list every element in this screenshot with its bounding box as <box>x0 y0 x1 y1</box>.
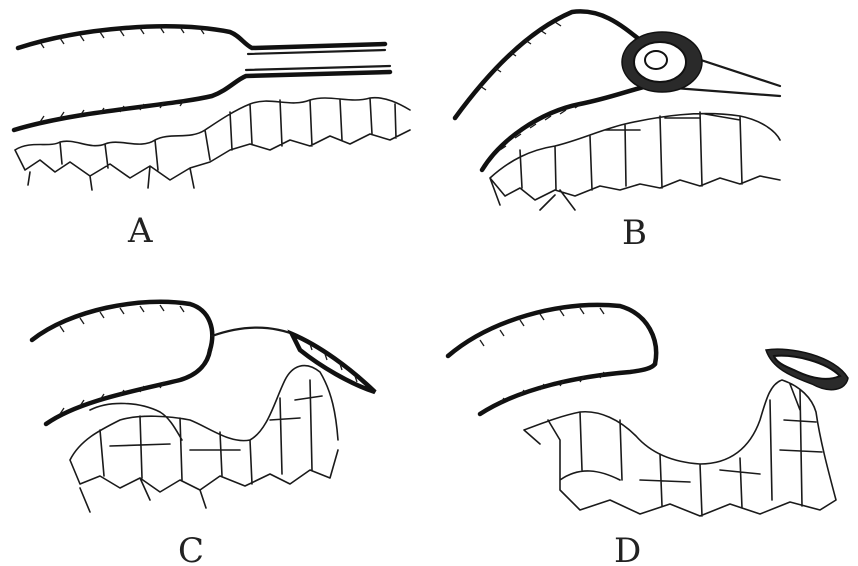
panel-d-cell-tissue <box>524 380 836 516</box>
panel-c-lower-leaf <box>46 350 210 424</box>
panel-b-hatching <box>480 22 581 150</box>
panel-c: C <box>32 302 375 566</box>
panel-a-stalk <box>246 50 390 70</box>
panel-d-hatching <box>480 308 604 404</box>
panel-c-wedge <box>292 334 375 392</box>
panel-a-lower-leaf <box>14 72 390 130</box>
panel-c-upper-leaf <box>32 302 212 350</box>
panel-c-cell-tissue <box>70 366 338 512</box>
panel-b-cell-tissue <box>490 112 780 210</box>
panel-c-label: C <box>178 531 204 566</box>
panel-d-lower-leaf <box>480 364 655 414</box>
panel-b-ring-core <box>645 51 667 69</box>
panel-a: A <box>14 26 410 251</box>
panel-b-label: B <box>622 213 647 253</box>
panel-a-label: A <box>127 211 153 251</box>
panel-d-label: D <box>614 531 641 566</box>
panel-b-lower-leaf <box>482 86 648 170</box>
panel-d-upper-leaf <box>448 305 656 364</box>
panel-b-upper-leaf <box>455 11 640 118</box>
panel-d: D <box>448 305 848 566</box>
panel-c-thread <box>212 328 298 336</box>
panel-b: B <box>455 11 780 253</box>
panel-a-cell-tissue <box>15 98 410 190</box>
